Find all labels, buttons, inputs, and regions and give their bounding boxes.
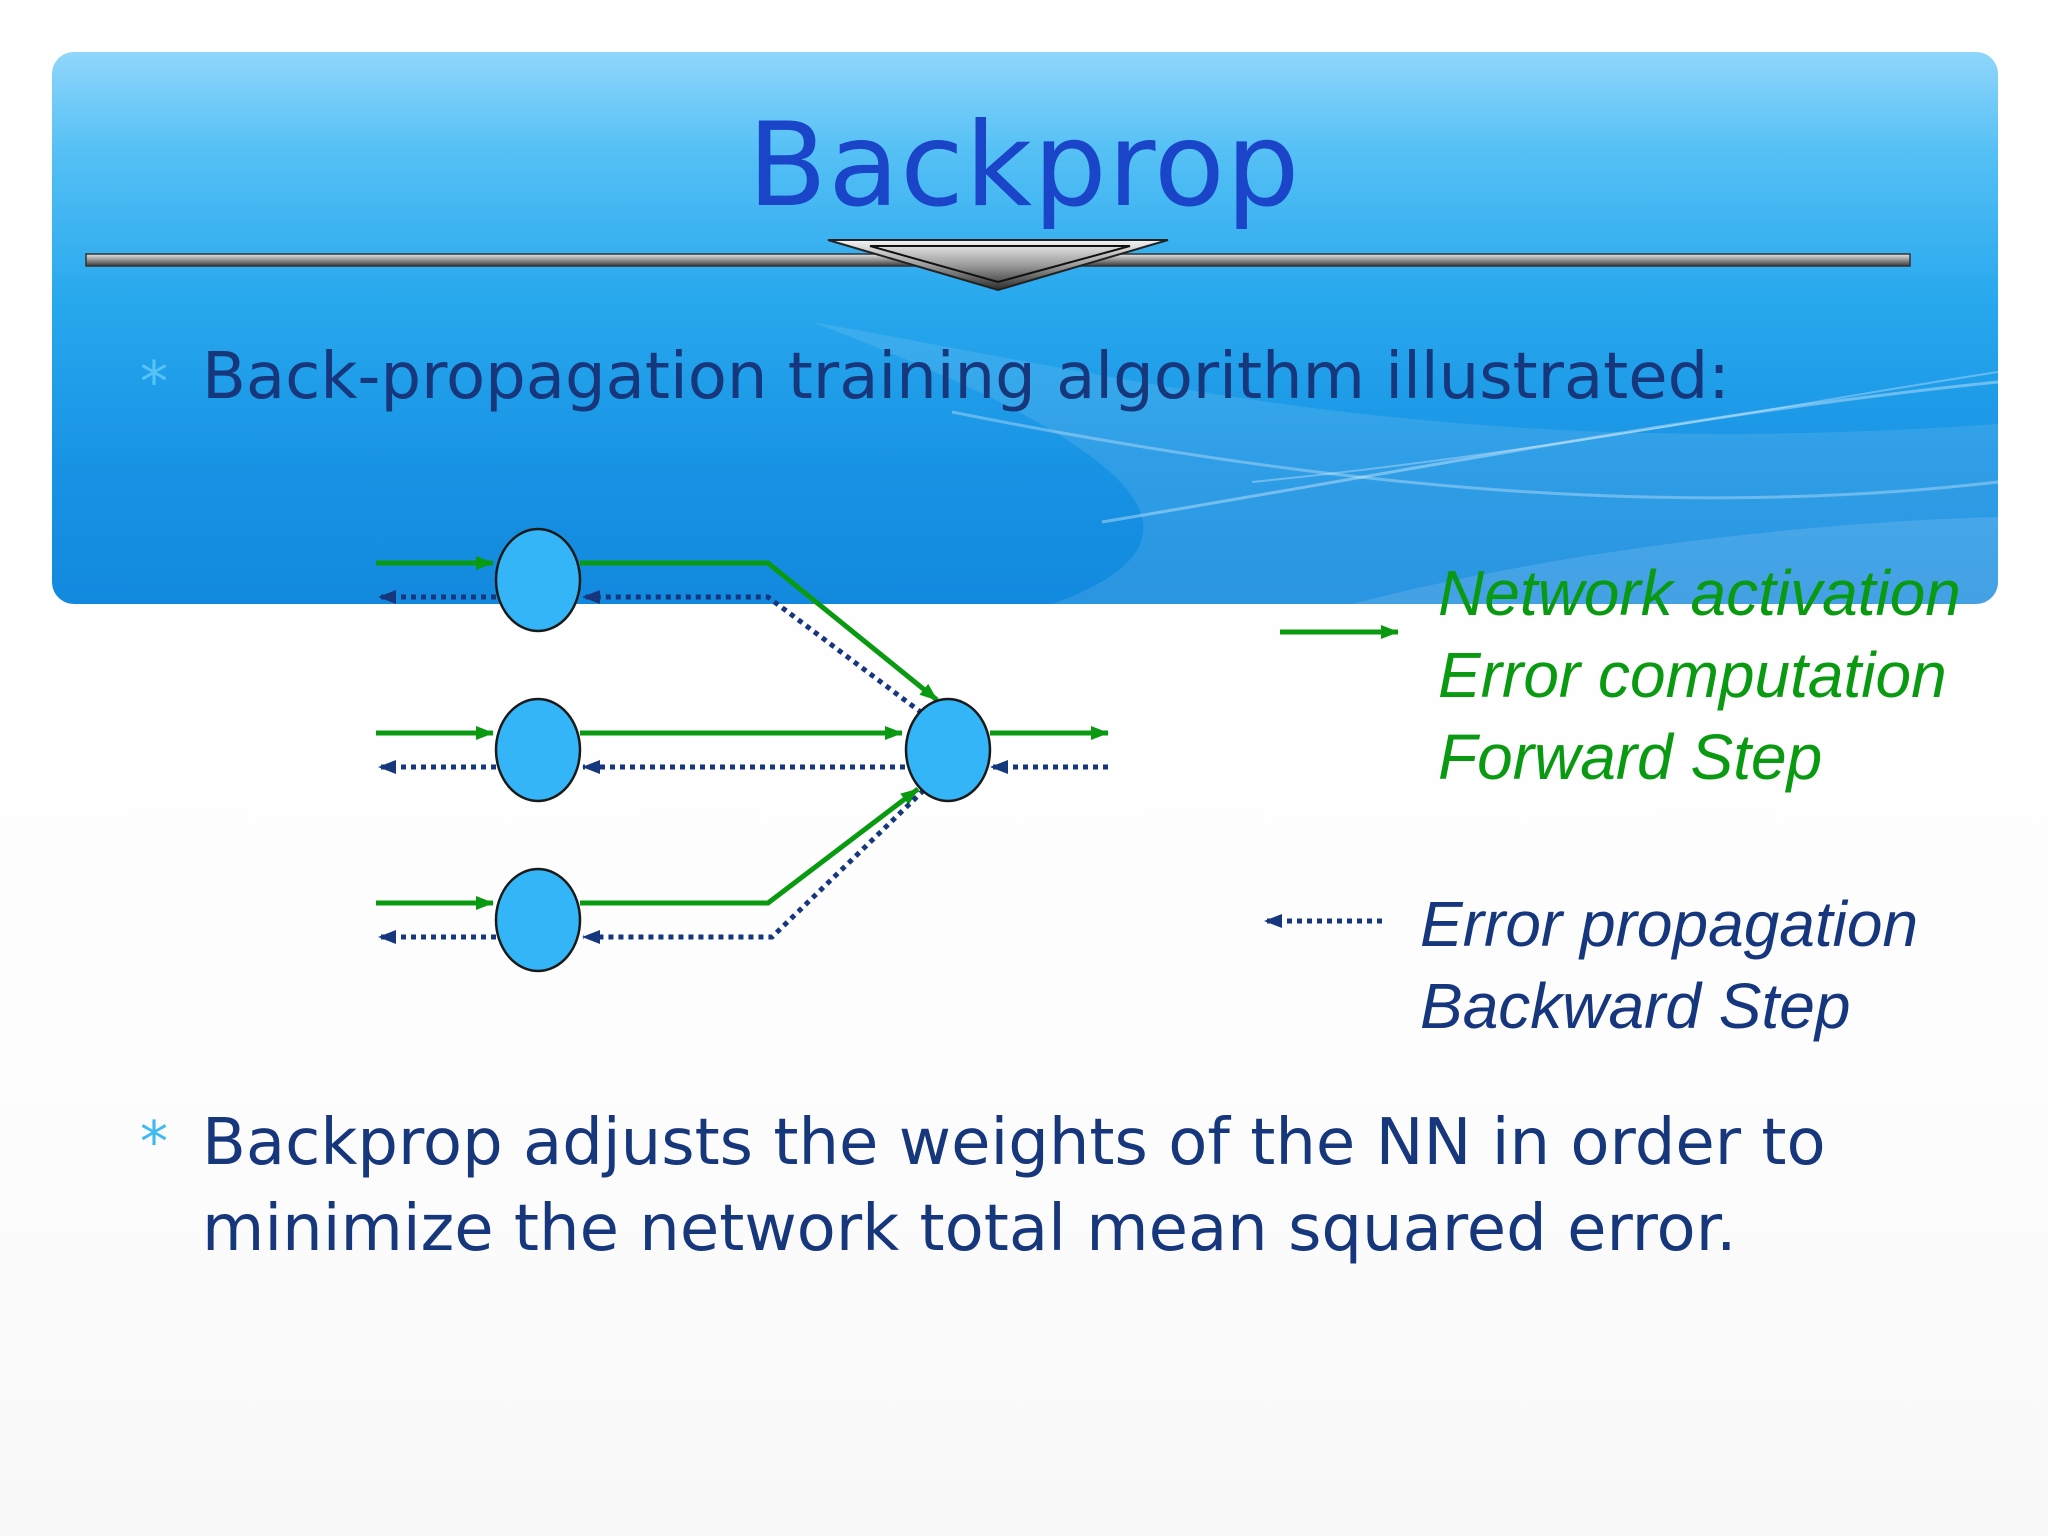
- forward-arrow-hidden-3-output: [580, 787, 920, 906]
- legend-forward-line-1: Network activation: [1438, 557, 1961, 629]
- title-divider: [85, 239, 1911, 292]
- legend-forward-line-2: Error computation: [1438, 639, 1947, 711]
- title-banner: [52, 52, 1998, 604]
- bullet-text-2: Backprop adjusts the weights of the NN i…: [202, 1106, 1826, 1266]
- hidden-node-2: [494, 697, 582, 803]
- backward-arrow-output-hidden-3: [582, 788, 926, 944]
- bullet-text-1: Back-propagation training algorithm illu…: [202, 340, 1730, 414]
- legend-backward-text: Error propagation Backward Step: [1420, 883, 1918, 1047]
- bullet-marker: *: [140, 350, 168, 415]
- output-node: [904, 697, 992, 803]
- legend-forward-text: Network activation Error computation For…: [1438, 552, 1961, 798]
- legend-backward-line-2: Backward Step: [1420, 970, 1851, 1042]
- forward-arrow-hidden-1-output: [580, 560, 939, 702]
- hidden-node-1: [494, 527, 582, 633]
- bullet-marker: *: [140, 1110, 168, 1175]
- hidden-node-3: [494, 867, 582, 973]
- banner-wave-decoration: [812, 322, 1998, 604]
- legend-forward-line-3: Forward Step: [1438, 721, 1823, 793]
- slide-title: Backprop: [747, 98, 1301, 233]
- backward-arrow-output-hidden-1: [582, 590, 924, 715]
- legend-backward-line-1: Error propagation: [1420, 888, 1919, 960]
